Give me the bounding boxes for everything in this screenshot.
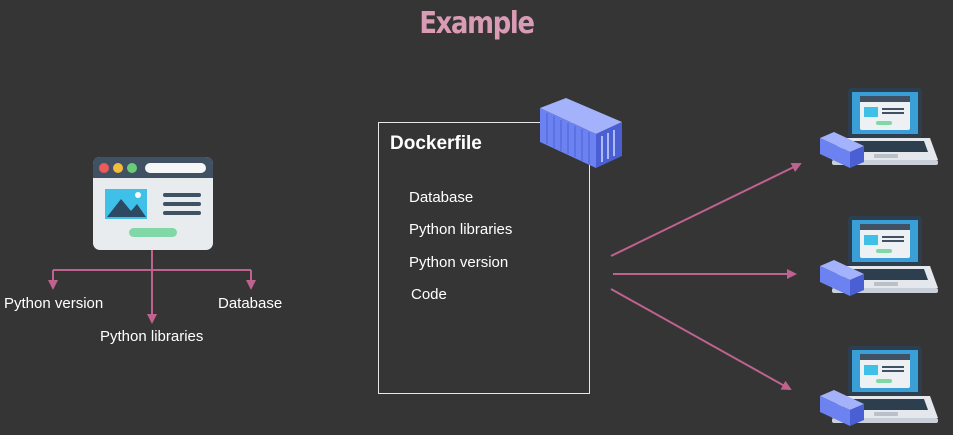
laptop-icon [820, 216, 938, 296]
label-database: Database [218, 295, 283, 312]
shipping-container-icon [820, 132, 864, 168]
laptop-icon [820, 346, 938, 426]
app-connector-tree [48, 250, 256, 324]
arrow-to-laptop-3 [610, 288, 792, 390]
arrow-to-laptop-1 [610, 163, 802, 257]
shipping-container-icon [820, 390, 864, 426]
dockerfile-item: Python libraries [409, 221, 513, 238]
shipping-container-icon [540, 98, 622, 168]
deploy-arrows [610, 163, 802, 390]
label-python-version: Python version [4, 295, 104, 312]
dockerfile-item: Python version [409, 254, 509, 271]
shipping-container-icon [820, 260, 864, 296]
dockerfile-item: Code [411, 286, 447, 303]
dockerfile-item: Database [409, 189, 474, 206]
dockerfile-title: Dockerfile [390, 133, 482, 154]
laptop-icon [820, 88, 938, 168]
dockerfile-box: Dockerfile Database Python libraries Pyt… [378, 122, 590, 394]
label-python-libraries: Python libraries [100, 328, 204, 345]
page-title: Example [419, 6, 535, 41]
browser-window-icon [93, 157, 213, 250]
